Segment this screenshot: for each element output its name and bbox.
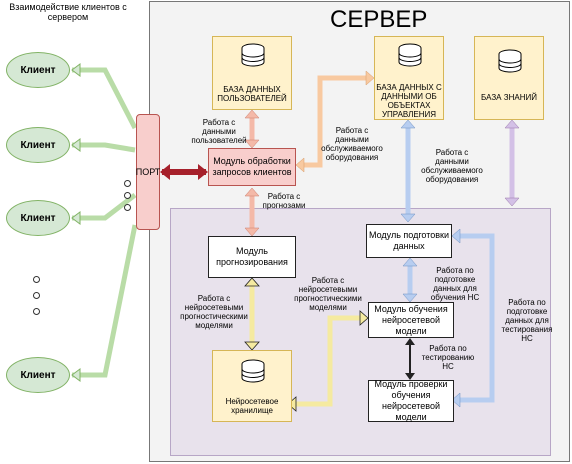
edge-label-equipment-2: Работа с данными обслуживаемого оборудов… (421, 148, 483, 184)
nn-storage-label: Нейросетевое хранилище (225, 397, 279, 415)
nn-testing-module: Модуль проверки обучения нейросетевой мо… (368, 379, 454, 422)
client1-connector (72, 67, 138, 130)
objects-db-label: БАЗА ДАННЫХ С ДАННЫМИ ОБ ОБЪЕКТАХ УПРАВЛ… (376, 83, 442, 119)
data-prep-label: Модуль подготовки данных (369, 230, 449, 251)
forecasting-module: Модуль прогнозирования (208, 236, 296, 278)
server-title: СЕРВЕР (330, 6, 428, 33)
edge-label-forecasts: Работа с прогнозами (262, 192, 306, 210)
training-storage-connector (292, 315, 366, 407)
objects-database: БАЗА ДАННЫХ С ДАННЫМИ ОБ ОБЪЕКТАХ УПРАВЛ… (374, 36, 444, 120)
database-icon (241, 43, 265, 67)
users-db-label: БАЗА ДАННЫХ ПОЛЬЗОВАТЕЛЕЙ (217, 85, 287, 103)
forecasting-label: Модуль прогнозирования (216, 246, 288, 267)
port-block: ПОРТ (136, 114, 160, 230)
prep-testing-connector (454, 233, 495, 403)
edge-label-prep-training: Работа по подготовке данных для обучения… (430, 266, 480, 302)
client3-connector (72, 193, 137, 221)
client2-connector (72, 142, 136, 153)
ellipsis-dot (33, 308, 40, 315)
client-node-3: Клиент (6, 200, 70, 236)
client-node-4: Клиент (6, 357, 70, 393)
client-port-connectors (72, 67, 138, 378)
objects-db-connector (298, 75, 370, 168)
ellipsis-dot (33, 292, 40, 299)
nn-storage: Нейросетевое хранилище (212, 350, 292, 422)
database-icon (398, 43, 422, 67)
client-processing-module: Модуль обработки запросов клиентов (208, 148, 296, 186)
knowledge-database: БАЗА ЗНАНИЙ (474, 36, 544, 120)
nn-testing-label: Модуль проверки обучения нейросетевой мо… (374, 379, 448, 422)
nn-training-module: Модуль обучения нейросетевой модели (368, 302, 454, 338)
ellipsis-dot (33, 276, 40, 283)
client-processing-label: Модуль обработки запросов клиентов (212, 156, 292, 177)
client-node-2: Клиент (6, 127, 70, 163)
edge-label-nn-models-2: Работа с нейросетевыми прогностическими … (294, 276, 362, 312)
port-label: ПОРТ (135, 167, 161, 177)
edge-label-nn-models-1: Работа с нейросетевыми прогностическими … (180, 294, 248, 330)
ellipsis-dot (124, 204, 131, 211)
edge-label-prep-testing: Работа по подготовке данных для тестиров… (501, 298, 553, 343)
client4-connector (72, 224, 138, 378)
ellipsis-dot (124, 192, 131, 199)
edge-label-user-data: Работа с данными пользователей (191, 118, 247, 145)
data-prep-module: Модуль подготовки данных (366, 224, 452, 258)
knowledge-db-label: БАЗА ЗНАНИЙ (481, 93, 537, 102)
ellipsis-dot (124, 180, 131, 187)
database-icon (498, 49, 522, 73)
users-database: БАЗА ДАННЫХ ПОЛЬЗОВАТЕЛЕЙ (212, 36, 292, 110)
client-arrowheads (71, 63, 81, 382)
database-icon (241, 359, 265, 383)
client-node-1: Клиент (6, 52, 70, 88)
edge-label-testing: Работа по тестированию НС (421, 344, 475, 371)
edge-label-equipment-1: Работа с данными обслуживаемого оборудов… (321, 126, 383, 162)
interaction-label: Взаимодействие клиентов с сервером (9, 2, 127, 22)
nn-training-label: Модуль обучения нейросетевой модели (374, 303, 448, 336)
